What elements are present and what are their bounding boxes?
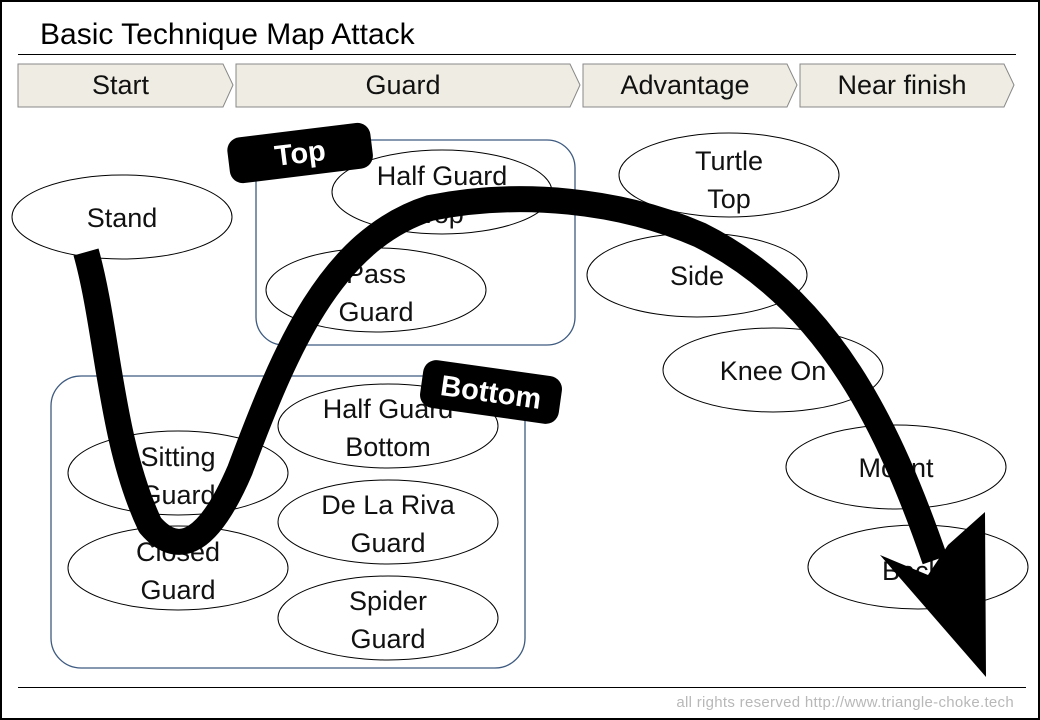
position-turtle-top: Turtle Top bbox=[618, 132, 840, 218]
position-label-sitting-guard-1: Sitting bbox=[140, 442, 215, 472]
flow-arrow-path bbox=[73, 186, 948, 565]
position-label-de-la-riva-guard-2: Guard bbox=[350, 528, 425, 558]
position-label-spider-guard-2: Guard bbox=[350, 624, 425, 654]
phase-arrow-start bbox=[17, 63, 234, 108]
phase-arrow-advantage bbox=[582, 63, 798, 108]
position-label-spider-guard-1: Spider bbox=[349, 586, 427, 616]
position-half-guard-top: Half Guard Top bbox=[331, 149, 553, 235]
position-label-pass-guard-2: Guard bbox=[338, 297, 413, 327]
position-label-half-guard-top-1: Half Guard bbox=[377, 161, 508, 191]
phase-bar bbox=[17, 63, 1015, 108]
tag-bottom: Bottom bbox=[420, 360, 562, 424]
position-label-turtle-top-1: Turtle bbox=[695, 146, 763, 176]
position-de-la-riva-guard: De La Riva Guard bbox=[277, 479, 499, 565]
position-stand: Stand bbox=[11, 174, 233, 260]
flow-arrowhead bbox=[880, 512, 986, 677]
tag-top: Top bbox=[227, 122, 373, 184]
top-group-box bbox=[255, 139, 576, 346]
position-label-turtle-top-2: Top bbox=[707, 184, 751, 214]
page-title: Basic Technique Map Attack bbox=[40, 18, 415, 51]
position-label-stand: Stand bbox=[87, 203, 158, 233]
phase-advantage: Advantage bbox=[620, 69, 750, 100]
position-label-de-la-riva-guard-1: De La Riva bbox=[321, 490, 456, 520]
phase-start: Start bbox=[91, 69, 150, 100]
footer-copyright: all rights reserved http://www.triangle-… bbox=[676, 694, 1014, 711]
footer-divider bbox=[18, 687, 1026, 688]
position-label-closed-guard-2: Guard bbox=[140, 575, 215, 605]
phase-guard: Guard bbox=[365, 69, 441, 100]
position-label-knee-on: Knee On bbox=[720, 356, 827, 386]
position-spider-guard: Spider Guard bbox=[277, 575, 499, 661]
phase-arrow-near-finish bbox=[799, 63, 1015, 108]
phase-arrow-guard bbox=[235, 63, 581, 108]
tag-top-label: Top bbox=[273, 135, 328, 173]
position-label-half-guard-bottom-2: Bottom bbox=[345, 432, 431, 462]
title-divider bbox=[18, 54, 1016, 55]
position-label-side: Side bbox=[670, 261, 724, 291]
phase-near-finish: Near finish bbox=[837, 69, 967, 100]
